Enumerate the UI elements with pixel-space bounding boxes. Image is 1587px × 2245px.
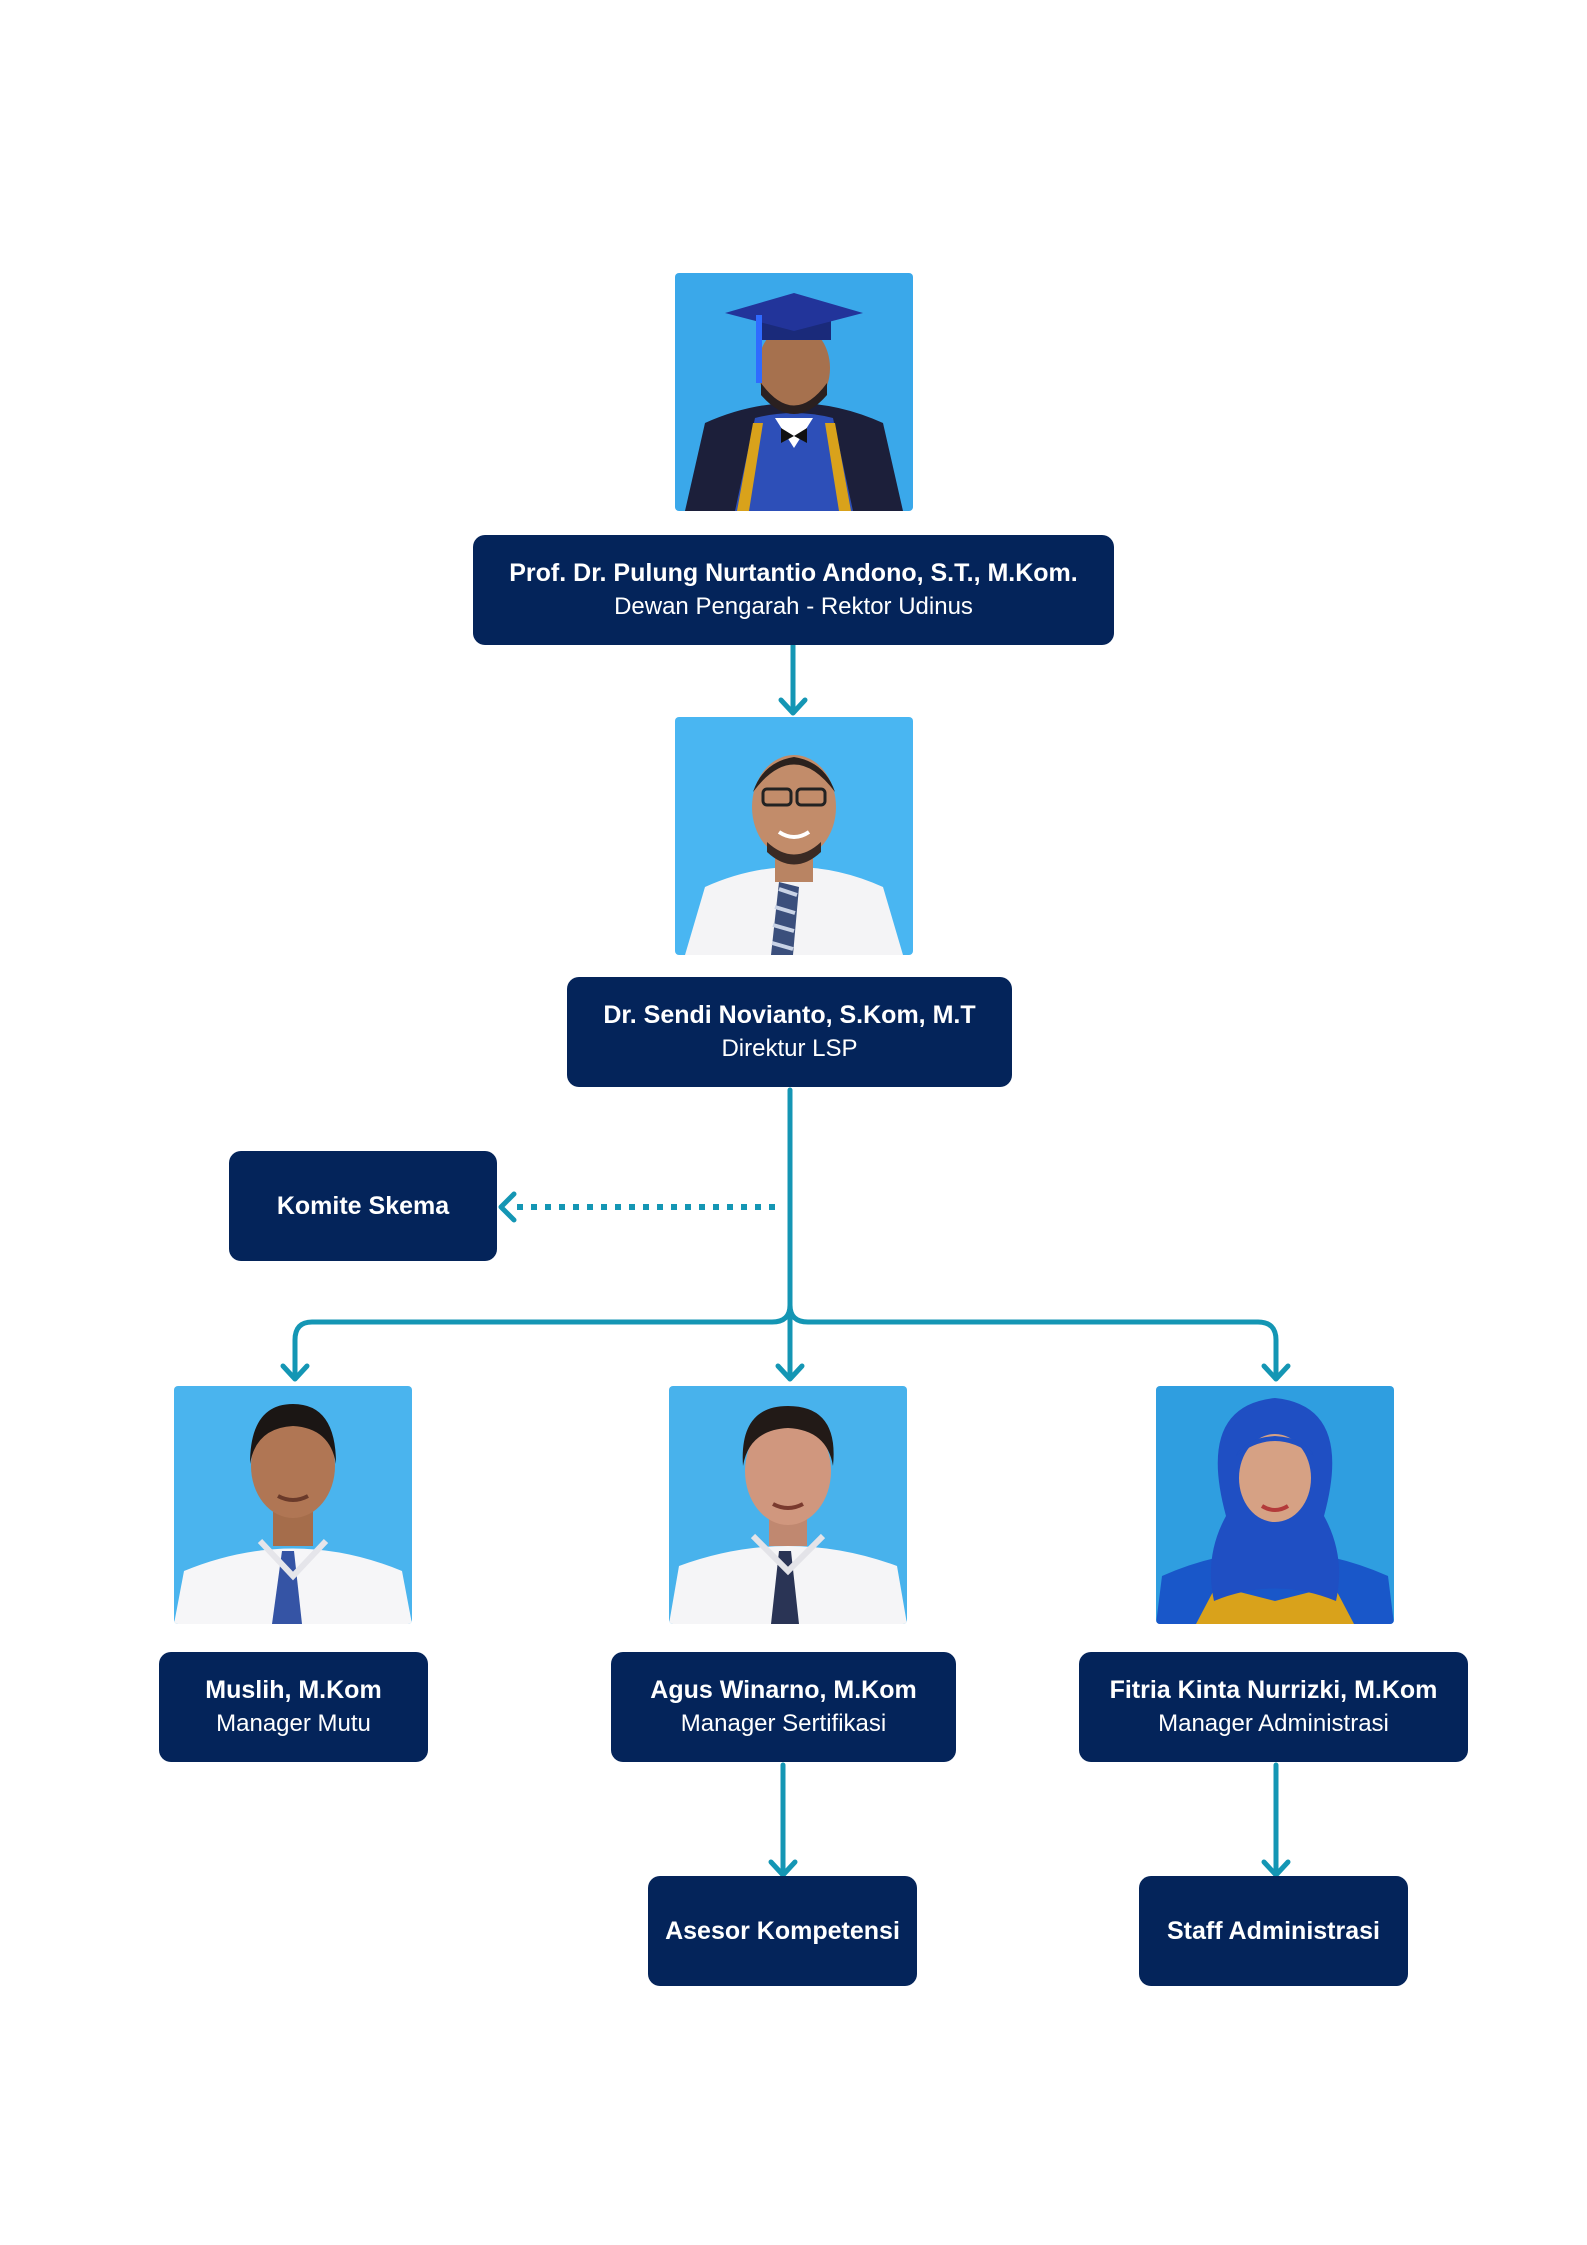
box-manager-sertifikasi: Agus Winarno, M.Kom Manager Sertifikasi [611, 1652, 956, 1762]
box-rektor: Prof. Dr. Pulung Nurtantio Andono, S.T.,… [473, 535, 1114, 645]
connector-branch-administrasi [787, 1302, 1279, 1381]
photo-manager-administrasi [1156, 1386, 1394, 1624]
arrowhead-sertifikasi [775, 1363, 805, 1382]
rektor-name: Prof. Dr. Pulung Nurtantio Andono, S.T.,… [509, 559, 1078, 587]
asesor-label: Asesor Kompetensi [665, 1917, 900, 1945]
arrowhead-staff [1261, 1859, 1291, 1878]
arrowhead-asesor [768, 1859, 798, 1878]
direktur-role: Direktur LSP [721, 1035, 858, 1062]
connector-branch-mutu [292, 1302, 793, 1381]
photo-manager-sertifikasi [669, 1386, 907, 1624]
arrowhead-administrasi [1261, 1363, 1291, 1382]
administrasi-role: Manager Administrasi [1158, 1710, 1389, 1737]
box-direktur: Dr. Sendi Novianto, S.Kom, M.T Direktur … [567, 977, 1012, 1087]
photo-direktur [675, 717, 913, 955]
box-staff-administrasi: Staff Administrasi [1139, 1876, 1408, 1986]
photo-rektor [675, 273, 913, 511]
direktur-name: Dr. Sendi Novianto, S.Kom, M.T [603, 1001, 976, 1029]
mutu-role: Manager Mutu [216, 1710, 371, 1737]
arrowhead-direktur [778, 697, 808, 716]
box-manager-mutu: Muslih, M.Kom Manager Mutu [159, 1652, 428, 1762]
box-komite-skema: Komite Skema [229, 1151, 497, 1261]
sertifikasi-name: Agus Winarno, M.Kom [650, 1676, 917, 1704]
sertifikasi-role: Manager Sertifikasi [680, 1710, 887, 1737]
arrowhead-komite [498, 1191, 517, 1223]
box-asesor-kompetensi: Asesor Kompetensi [648, 1876, 917, 1986]
komite-label: Komite Skema [276, 1192, 450, 1220]
administrasi-name: Fitria Kinta Nurrizki, M.Kom [1109, 1676, 1438, 1704]
staff-label: Staff Administrasi [1166, 1917, 1380, 1945]
rektor-role: Dewan Pengarah - Rektor Udinus [614, 593, 973, 620]
photo-manager-mutu [174, 1386, 412, 1624]
arrowhead-mutu [280, 1363, 310, 1382]
mutu-name: Muslih, M.Kom [205, 1676, 382, 1704]
box-manager-administrasi: Fitria Kinta Nurrizki, M.Kom Manager Adm… [1079, 1652, 1468, 1762]
